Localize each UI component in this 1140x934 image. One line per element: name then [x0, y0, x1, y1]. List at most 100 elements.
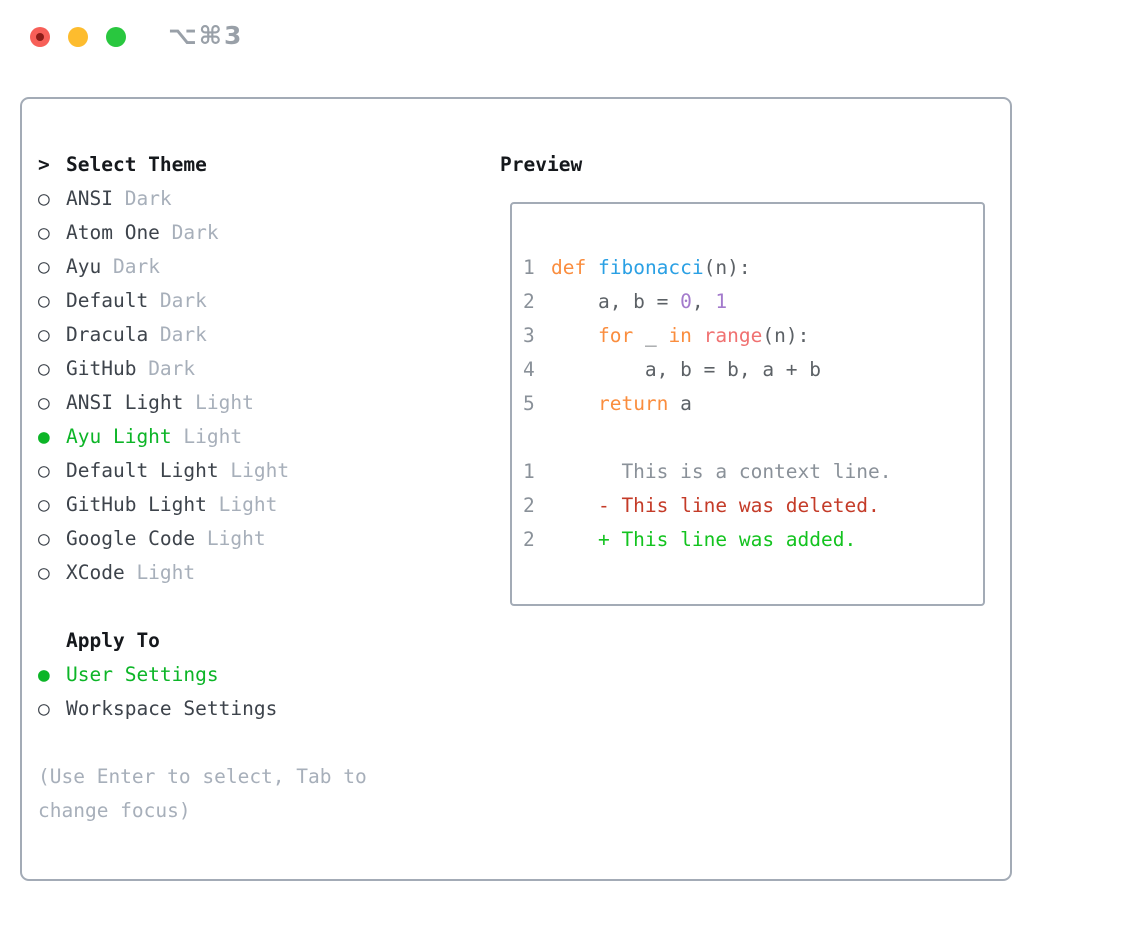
radio-icon: ○: [38, 289, 50, 312]
theme-variant-label: Light: [124, 561, 196, 584]
theme-name: Default: [66, 289, 149, 312]
code-segment: def: [551, 256, 587, 279]
theme-variant-label: Dark: [136, 357, 196, 380]
line-number: [523, 421, 551, 455]
theme-option[interactable]: ○ Default Dark: [38, 284, 478, 318]
code-segment: return: [597, 392, 669, 415]
theme-variant-label: Light: [195, 527, 266, 550]
apply-option[interactable]: ●User Settings: [38, 658, 478, 692]
apply-to-title: Apply To: [66, 629, 160, 652]
theme-option[interactable]: ○Ayu Dark: [38, 250, 478, 284]
maximize-button[interactable]: [106, 27, 126, 47]
code-segment: (n):: [703, 256, 751, 279]
theme-option[interactable]: ○ GitHub Dark: [38, 352, 478, 386]
theme-name: Ayu Light: [66, 425, 172, 448]
radio-selected-icon: ●: [38, 425, 50, 448]
preview-line: 3 for _ in range(n):: [523, 319, 983, 353]
focus-caret-icon: >: [38, 153, 50, 176]
theme-name: Google Code: [66, 527, 196, 550]
hint-line-1: (Use Enter to select, Tab to: [38, 765, 367, 788]
code-text: + This line was added.: [551, 523, 856, 557]
theme-name: GitHub Light: [66, 493, 207, 516]
main-panel: > Select Theme ○ANSI Dark○Atom One Dark○…: [20, 97, 1012, 881]
spacer: [38, 726, 478, 760]
line-number: 4: [523, 358, 535, 381]
code-segment: This is a context line.: [551, 460, 892, 483]
apply-to-indent: [38, 624, 66, 658]
titlebar: ⌥⌘3: [0, 0, 1140, 72]
line-number: 1: [523, 256, 535, 279]
line-number: 2: [523, 528, 535, 551]
radio-icon: ○: [38, 391, 50, 414]
code-text: a, b = b, a + b: [551, 353, 821, 387]
theme-name: Dracula: [66, 323, 149, 346]
code-segment: 1: [715, 290, 728, 313]
theme-option[interactable]: ○Default Light Light: [38, 454, 478, 488]
radio-icon: ○: [38, 187, 50, 210]
code-segment: range: [703, 324, 763, 347]
code-segment: a, b =: [551, 290, 681, 313]
theme-variant-label: Dark: [148, 289, 207, 312]
code-segment: for: [597, 324, 634, 347]
theme-variant-label: Light: [183, 391, 254, 414]
radio-icon: ○: [38, 527, 50, 550]
theme-name: Atom One: [66, 221, 160, 244]
spacer: [38, 590, 478, 624]
radio-icon: ○: [38, 323, 50, 346]
code-segment: a: [668, 392, 692, 415]
theme-option[interactable]: ○ANSI Dark: [38, 182, 478, 216]
preview-line: 4 a, b = b, a + b: [523, 353, 983, 387]
radio-icon: ○: [38, 697, 50, 720]
theme-option[interactable]: ○ Atom One Dark: [38, 216, 478, 250]
preview-line: 1 This is a context line.: [523, 455, 983, 489]
preview-line: 2 + This line was added.: [523, 523, 983, 557]
radio-icon: ○: [38, 493, 50, 516]
theme-selector-pane: > Select Theme ○ANSI Dark○Atom One Dark○…: [38, 148, 478, 828]
line-number: 1: [523, 460, 535, 483]
preview-line: 5 return a: [523, 387, 983, 421]
preview-line: 2 a, b = 0, 1: [523, 285, 983, 319]
theme-option[interactable]: ○GitHub Light Light: [38, 488, 478, 522]
radio-icon: ○: [38, 221, 50, 244]
line-number: 2: [523, 290, 535, 313]
code-segment: in: [668, 324, 692, 347]
minimize-button[interactable]: [68, 27, 88, 47]
hint-text: (Use Enter to select, Tab to change focu…: [38, 760, 478, 828]
theme-name: XCode: [66, 561, 125, 584]
code-segment: (n):: [762, 324, 810, 347]
code-segment: [586, 256, 598, 279]
theme-option[interactable]: ○ Google Code Light: [38, 522, 478, 556]
preview-line: [523, 421, 983, 455]
line-number: 5: [523, 392, 535, 415]
theme-name: ANSI: [66, 187, 113, 210]
code-text: for _ in range(n):: [551, 319, 809, 353]
theme-option[interactable]: ○ XCode Light: [38, 556, 478, 590]
theme-list-title: Select Theme: [66, 153, 207, 176]
close-button[interactable]: [30, 27, 50, 47]
theme-variant-label: Dark: [159, 221, 219, 244]
theme-name: GitHub: [66, 357, 137, 380]
theme-name: Ayu: [66, 255, 102, 278]
radio-icon: ○: [38, 255, 50, 278]
code-text: def fibonacci(n):: [551, 251, 751, 285]
theme-name: ANSI Light: [66, 391, 184, 414]
preview-heading: Preview: [500, 153, 583, 176]
theme-variant-label: Light: [218, 459, 290, 482]
theme-option[interactable]: ●Ayu Light Light: [38, 420, 478, 454]
hint-line-2: change focus): [38, 799, 191, 822]
radio-icon: ○: [38, 357, 50, 380]
apply-to-header: Apply To: [38, 624, 478, 658]
apply-option[interactable]: ○Workspace Settings: [38, 692, 478, 726]
theme-list-header: > Select Theme: [38, 148, 478, 182]
code-segment: [692, 324, 704, 347]
code-segment: fibonacci: [597, 256, 704, 279]
code-segment: ,: [691, 290, 716, 313]
preview-line: 1 def fibonacci(n):: [523, 251, 983, 285]
radio-icon: ○: [38, 561, 50, 584]
theme-option[interactable]: ○Dracula Dark: [38, 318, 478, 352]
preview-line: 2 - This line was deleted.: [523, 489, 983, 523]
theme-option[interactable]: ○ ANSI Light Light: [38, 386, 478, 420]
